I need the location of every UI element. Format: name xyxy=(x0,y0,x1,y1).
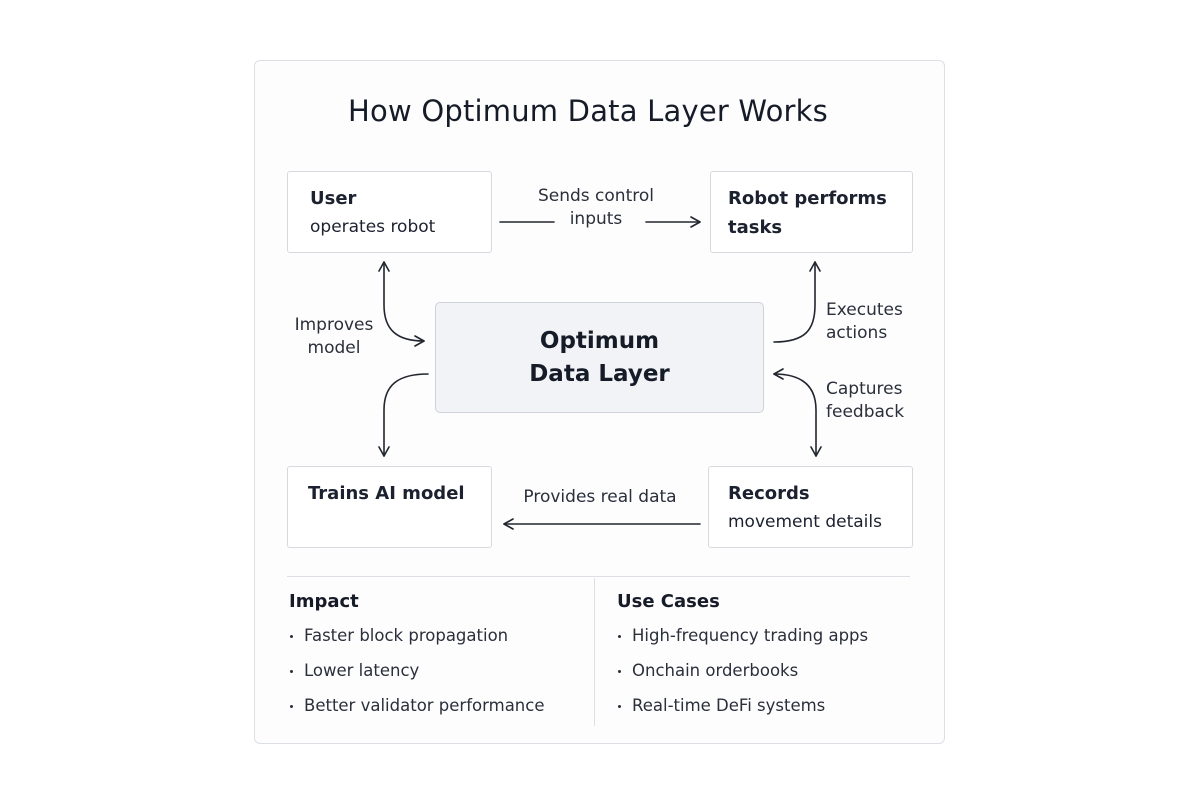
edge-label-executes: Executes actions xyxy=(826,299,918,345)
edge-label-improves: Improves model xyxy=(282,314,386,360)
use-cases-heading: Use Cases xyxy=(617,591,720,612)
edge-label-captures-line1: Captures xyxy=(826,379,903,399)
edge-label-provides-line1: Provides real data xyxy=(523,487,677,507)
node-user-sub: operates robot xyxy=(310,217,436,237)
section-divider-horizontal xyxy=(287,576,910,577)
node-user: User operates robot xyxy=(287,171,492,253)
impact-item: Better validator performance xyxy=(289,694,589,717)
edge-label-executes-line2: actions xyxy=(826,323,888,343)
use-case-item: Real-time DeFi systems xyxy=(617,694,917,717)
node-core-line1: Optimum xyxy=(539,327,660,354)
edge-label-executes-line1: Executes xyxy=(826,300,903,320)
edge-label-sends-line1: Sends control xyxy=(537,186,654,206)
use-case-item: Onchain orderbooks xyxy=(617,659,917,682)
node-core-line2: Data Layer xyxy=(529,360,670,387)
use-case-item: High-frequency trading apps xyxy=(617,624,917,647)
edge-label-captures-line2: feedback xyxy=(826,402,905,422)
node-robot-sub: tasks xyxy=(728,217,783,238)
use-cases-section: Use Cases High-frequency trading apps On… xyxy=(617,589,917,729)
diagram-title: How Optimum Data Layer Works xyxy=(348,94,828,128)
node-user-head: User xyxy=(310,188,357,209)
impact-heading: Impact xyxy=(289,591,359,612)
node-records-head: Records xyxy=(728,483,810,504)
use-cases-list: High-frequency trading apps Onchain orde… xyxy=(617,624,917,717)
node-train-head: Trains AI model xyxy=(308,483,465,504)
impact-list: Faster block propagation Lower latency B… xyxy=(289,624,589,717)
node-robot: Robot performs tasks xyxy=(710,171,913,253)
impact-section: Impact Faster block propagation Lower la… xyxy=(289,589,589,729)
edge-label-sends: Sends control inputs xyxy=(522,185,670,231)
edge-label-improves-line2: model xyxy=(307,338,361,358)
node-robot-head: Robot performs xyxy=(728,188,887,209)
node-records: Records movement details xyxy=(708,466,913,548)
edge-label-provides: Provides real data xyxy=(508,486,692,509)
node-train: Trains AI model xyxy=(287,466,492,548)
edge-label-captures: Captures feedback xyxy=(826,378,922,424)
edge-label-improves-line1: Improves xyxy=(294,315,374,335)
node-records-sub: movement details xyxy=(728,512,882,532)
section-divider-vertical xyxy=(594,578,595,726)
impact-item: Faster block propagation xyxy=(289,624,589,647)
node-core: Optimum Data Layer xyxy=(435,302,764,413)
edge-label-sends-line2: inputs xyxy=(569,209,623,229)
impact-item: Lower latency xyxy=(289,659,589,682)
